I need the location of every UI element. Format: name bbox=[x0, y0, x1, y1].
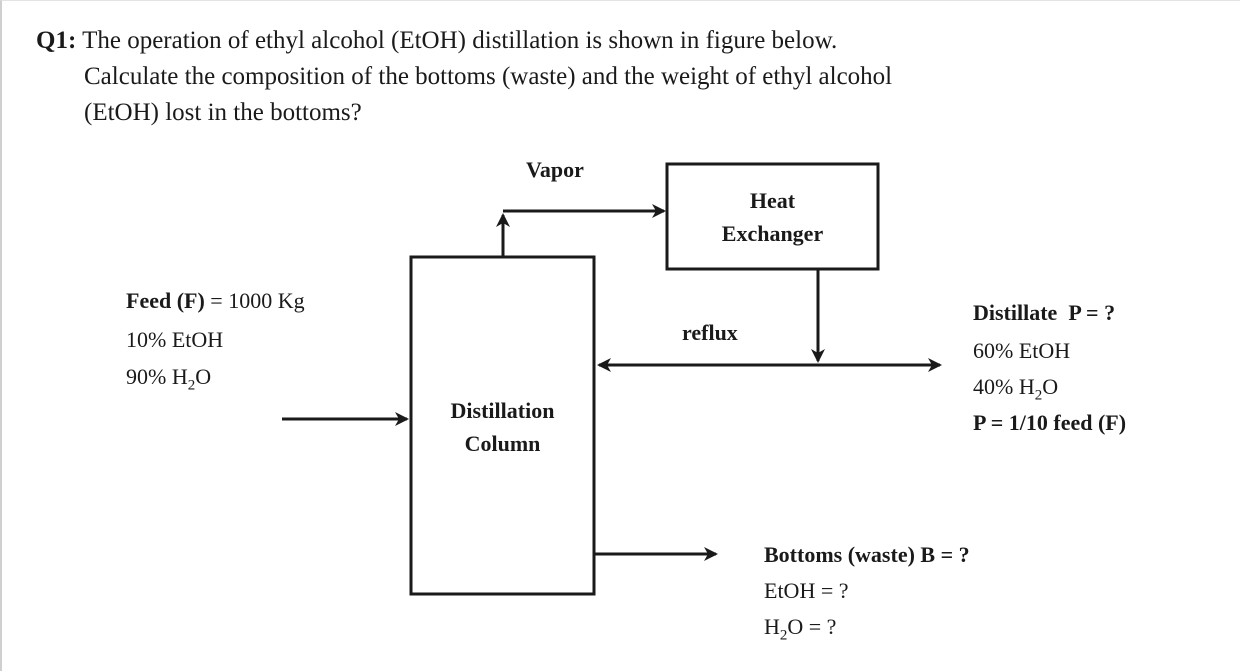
feed-h2o: 90% H2O bbox=[126, 363, 211, 399]
distillate-relation: P = 1/10 feed (F) bbox=[973, 410, 1127, 435]
distillate-title: Distillate P = ? bbox=[973, 300, 1116, 325]
bottoms-h2o: H2O = ? bbox=[764, 613, 836, 649]
question-line-3: (EtOH) lost in the bottoms? bbox=[84, 99, 362, 126]
distillation-column-box bbox=[409, 255, 596, 596]
distillate-etoh: 60% EtOH bbox=[973, 338, 1071, 363]
feed-title-rest: = 1000 Kg bbox=[204, 288, 305, 313]
vapor-label: Vapor bbox=[526, 157, 584, 182]
bottoms-h2o-suffix: O = ? bbox=[787, 614, 837, 639]
column-label-line-2: Column bbox=[464, 431, 541, 456]
feed-title-bold: Feed (F) bbox=[126, 288, 205, 313]
question-line-2: Calculate the composition of the bottoms… bbox=[84, 63, 893, 90]
bottoms-etoh: EtOH = ? bbox=[764, 578, 849, 603]
question-line-1: Q1: The operation of ethyl alcohol (EtOH… bbox=[36, 23, 892, 59]
feed-etoh: 10% EtOH bbox=[126, 327, 224, 352]
distillate-h2o-suffix: O bbox=[1042, 374, 1059, 399]
feed-h2o-sub: 2 bbox=[187, 377, 196, 394]
bottoms-h2o-sub: 2 bbox=[779, 627, 788, 644]
heat-exchanger-label-line-2: Exchanger bbox=[721, 221, 824, 246]
feed-title: Feed (F) = 1000 Kg bbox=[126, 287, 305, 315]
distillate-h2o: 40% H2O bbox=[973, 373, 1058, 409]
question-line-1-text: The operation of ethyl alcohol (EtOH) di… bbox=[82, 27, 838, 54]
question-text: Q1: The operation of ethyl alcohol (EtOH… bbox=[36, 23, 892, 131]
distillate-h2o-prefix: 40% H bbox=[973, 374, 1035, 399]
bottoms-h2o-prefix: H bbox=[764, 614, 780, 639]
heat-exchanger-label-line-1: Heat bbox=[749, 188, 796, 213]
column-label-line-1: Distillation bbox=[450, 398, 555, 423]
bottoms-title: Bottoms (waste) B = ? bbox=[764, 542, 970, 567]
question-number: Q1: bbox=[36, 27, 77, 54]
distillate-h2o-sub: 2 bbox=[1034, 387, 1043, 404]
heat-exchanger-box bbox=[665, 162, 880, 271]
reflux-label: reflux bbox=[682, 320, 738, 345]
feed-h2o-suffix: O bbox=[195, 364, 212, 389]
feed-h2o-prefix: 90% H bbox=[126, 364, 188, 389]
